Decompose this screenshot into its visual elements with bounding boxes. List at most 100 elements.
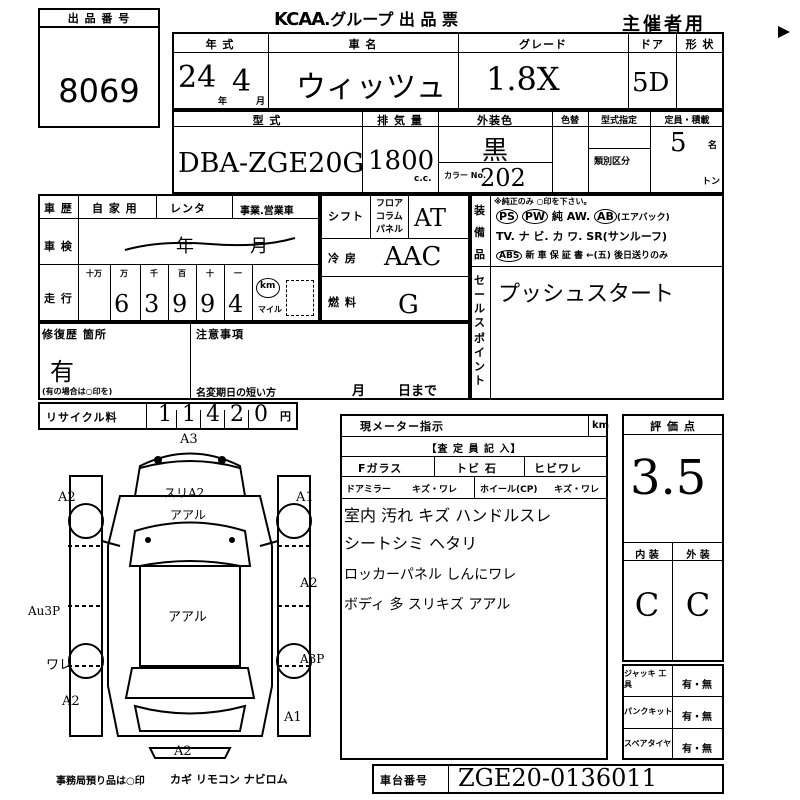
equipment-note: ※純正のみ ○印を下さい。: [494, 197, 592, 206]
repair-value: 有: [50, 358, 74, 386]
sale-point-value: プッシュスタート: [498, 282, 675, 307]
diagram-label: A1: [284, 710, 302, 725]
digit-label-1: 一: [234, 269, 242, 278]
month-unit: 月: [256, 97, 266, 107]
km-label: km: [260, 281, 276, 291]
fuel-value: G: [398, 290, 419, 320]
ps-option: PS: [496, 209, 518, 224]
interior-value: C: [634, 586, 660, 624]
year-unit: 年: [218, 97, 228, 107]
inspection-strikethrough: [124, 237, 296, 251]
jack-value: 有・無: [682, 680, 712, 691]
column-label: コラム: [376, 212, 403, 222]
diagram-label: A3P: [300, 652, 325, 666]
recycle-label: リサイクル料: [46, 411, 118, 424]
capacity-unit: 名: [708, 141, 718, 151]
organizer-label: 主催者用: [622, 14, 706, 35]
sale-point-char: ー: [474, 288, 485, 301]
inspection-note: ロッカーパネル しんにワレ: [344, 567, 517, 583]
interior-label: 内 装: [635, 550, 659, 561]
specs-frame: [320, 194, 470, 322]
mirror-label: ドアミラー: [346, 485, 391, 495]
color-no-value: 202: [480, 164, 526, 192]
sale-point-char: セ: [474, 274, 485, 287]
glass-label: Fガラス: [358, 462, 403, 475]
diagram-label: アアル: [170, 508, 206, 522]
inspection-year: 年: [176, 236, 194, 257]
door-value: 5D: [632, 68, 670, 98]
form-title: KCAA.グループ 出 品 票: [274, 6, 458, 30]
meter-unit: km: [592, 420, 610, 431]
diagram-label: A2: [62, 694, 80, 709]
inspection-note: シートシミ ヘタリ: [344, 534, 478, 553]
corner-arrow-icon: [778, 26, 790, 38]
chassis-frame: [372, 764, 724, 794]
equipment-line-1: PS PW 純 AW. AB(エアバック): [496, 208, 670, 224]
digit-label-1k: 千: [150, 269, 158, 278]
exterior-label: 外 装: [686, 550, 710, 561]
repair-label: 修復歴 箇所: [42, 328, 107, 341]
mileage-digit: 9: [200, 290, 216, 318]
equipment-label-char: 備: [474, 226, 485, 239]
displacement-label: 排 気 量: [377, 114, 423, 127]
load-unit: トン: [702, 177, 721, 187]
mileage-digit: 9: [172, 290, 188, 318]
jack-label: ジャッキ 工 具: [624, 669, 667, 689]
capacity-value: 5: [670, 128, 687, 158]
wheel-label: ホイール(CP): [480, 485, 538, 495]
office-note: 事務局預り品は○印: [56, 776, 145, 787]
diagram-label: スリA2: [164, 486, 205, 500]
equipment-label-char: 品: [474, 248, 485, 261]
inspection-month: 月: [250, 236, 268, 257]
tools-frame: [622, 664, 724, 760]
lot-number-box: [38, 8, 160, 128]
equipment-line-3: ABS 新 車 保 証 書 ←(五) 後日送りのみ: [496, 248, 668, 262]
digit-label-100: 百: [178, 269, 186, 278]
panel-label: パネル: [376, 225, 404, 235]
score-value: 3.5: [630, 450, 707, 506]
business-label: 事業.営業車: [240, 206, 294, 217]
spare-value: 有・無: [682, 744, 712, 755]
crack-label: ヒビワレ: [534, 462, 582, 475]
diagram-label: A3: [180, 432, 198, 447]
recycle-unit: 円: [280, 410, 291, 423]
recycle-frame: [38, 402, 298, 430]
color-label: 外装色: [477, 114, 513, 127]
sale-point-char: ポ: [474, 332, 485, 345]
score-label: 評 価 点: [650, 420, 696, 433]
shape-label: 形 状: [685, 38, 715, 51]
recycle-digit: 2: [230, 402, 244, 427]
color-no-label: カラー No.: [444, 171, 487, 180]
shift-label: シフト: [328, 210, 364, 223]
diagram-label: A2: [58, 490, 76, 505]
recycle-digit: 1: [158, 402, 172, 427]
pw-option: PW: [521, 209, 549, 224]
mileage-digit: 4: [228, 290, 244, 318]
attention-label: 注意事項: [196, 328, 244, 341]
mileage-check-box: [286, 280, 314, 316]
puncture-value: 有・無: [682, 712, 712, 723]
year-value: 24: [178, 60, 217, 95]
expiry-label: 名変期日の短い方: [196, 388, 276, 399]
inspection-note: 室内 汚れ キズ ハンドルスレ: [344, 506, 552, 525]
year-label: 年 式: [205, 38, 235, 51]
airbag-option: AB: [593, 209, 617, 224]
sale-point-char: ト: [474, 374, 485, 387]
car-damage-diagram: [68, 452, 312, 759]
mileage-label: 走 行: [44, 292, 73, 305]
expiry-day: 日まで: [398, 384, 438, 399]
km-circle-icon: [256, 278, 280, 298]
equipment-frame: [470, 194, 724, 400]
inspection-label: 車 検: [44, 240, 73, 253]
model-label: 車 名: [348, 38, 378, 51]
brand-logo: KCAA: [274, 9, 325, 30]
airbag-note: (エアバック): [616, 213, 670, 223]
grade-value: 1.8X: [486, 60, 560, 98]
capacity-label: 定員・積載: [664, 116, 710, 126]
diagram-label: A2: [300, 576, 318, 591]
row1-frame: [172, 32, 724, 110]
cc-unit: c.c.: [414, 174, 432, 184]
rental-label: レンタ: [170, 202, 206, 215]
office-items: カギ リモコン ナビロム: [170, 773, 288, 786]
inspection-frame: [340, 414, 608, 760]
